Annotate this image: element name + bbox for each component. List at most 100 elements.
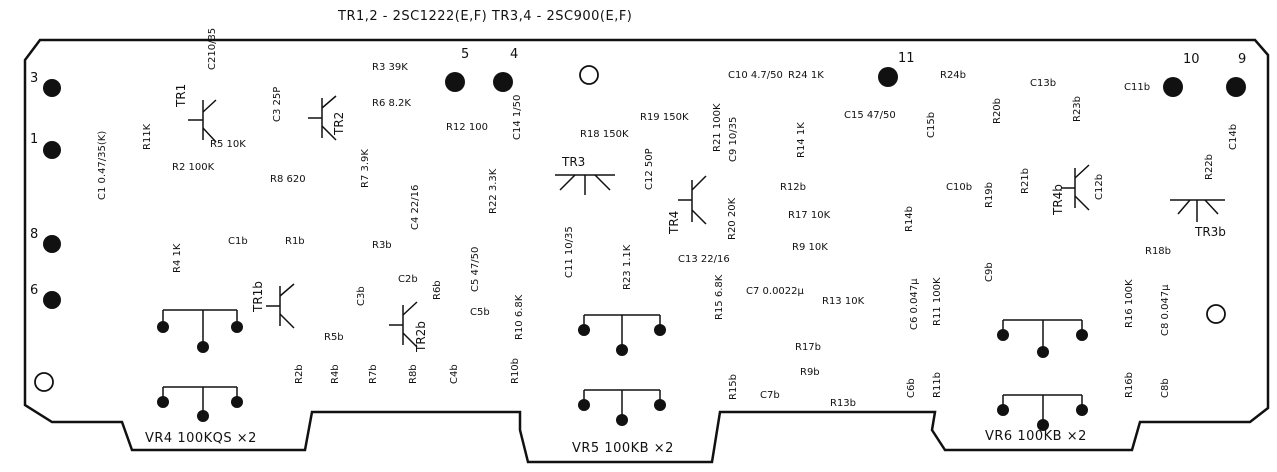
- component-label: R13 10K: [822, 296, 865, 307]
- component-label: C15 47/50: [844, 110, 896, 121]
- component-label: C15b: [926, 112, 937, 138]
- component-label: R7b: [368, 364, 379, 384]
- component-label: R4b: [330, 364, 341, 384]
- transistor-label: TR1: [174, 84, 188, 108]
- component-label: C6 0.047μ: [909, 278, 920, 330]
- svg-text:6: 6: [30, 283, 38, 298]
- component-label: C5 47/50: [470, 247, 481, 292]
- transistor-label: TR3: [561, 155, 585, 169]
- component-label: R12 100: [446, 122, 488, 133]
- component-label: C10 4.7/50: [728, 70, 783, 81]
- component-label: R5b: [324, 332, 344, 343]
- component-label: R1b: [285, 236, 305, 247]
- component-label: C5b: [470, 307, 490, 318]
- component-label: C8b: [1160, 378, 1171, 398]
- component-label: C3b: [356, 286, 367, 306]
- component-label: C14b: [1228, 124, 1239, 150]
- component-label: C4b: [449, 364, 460, 384]
- pot-footprint: [157, 309, 243, 422]
- component-label: R10 6.8K: [514, 294, 525, 340]
- component-label: C13b: [1030, 78, 1056, 89]
- component-label: C3 25P: [272, 87, 283, 122]
- transistor-label: TR4b: [1051, 184, 1065, 216]
- svg-text:4: 4: [510, 47, 518, 62]
- component-label: R2 100K: [172, 162, 215, 173]
- component-label: R10b: [510, 358, 521, 384]
- component-label: R4 1K: [172, 243, 183, 273]
- svg-text:5: 5: [461, 47, 469, 62]
- transistor-symbol: [188, 95, 1225, 348]
- pot-footprint: [997, 319, 1088, 431]
- svg-text:10: 10: [1183, 52, 1200, 67]
- component-label: R19b: [984, 182, 995, 208]
- component-label: R24 1K: [788, 70, 824, 81]
- component-label: R11K: [142, 123, 153, 150]
- component-label: R22b: [1204, 154, 1215, 180]
- component-label: R19 150K: [640, 112, 689, 123]
- mount-hole: [1206, 304, 1226, 324]
- mount-hole: [34, 372, 54, 392]
- header-label: TR1,2 - 2SC1222(E,F) TR3,4 - 2SC900(E,F): [337, 9, 632, 24]
- terminal-pad: 5 4 11 10 9: [445, 47, 1246, 97]
- component-label: R7 3.9K: [360, 149, 371, 188]
- component-label: C2b: [398, 274, 418, 285]
- transistor-label: TR2b: [414, 321, 428, 353]
- component-label: R5 10K: [210, 139, 246, 150]
- component-label: R23b: [1072, 96, 1083, 122]
- transistor-label: TR4: [667, 211, 681, 235]
- component-label: C210/35: [207, 28, 218, 70]
- component-label: C4 22/16: [410, 185, 421, 230]
- pot-footprint: [578, 314, 666, 426]
- component-label: R20 20K: [727, 197, 738, 240]
- pot-label: VR5 100KB ×2: [572, 441, 674, 456]
- component-label: R12b: [780, 182, 806, 193]
- component-label: C7 0.0022μ: [746, 286, 805, 297]
- component-label: C14 1/50: [512, 95, 523, 140]
- component-label: C12 50P: [644, 148, 655, 190]
- component-label: C6b: [906, 378, 917, 398]
- component-label: R23 1.1K: [622, 244, 633, 290]
- component-label: R16b: [1124, 372, 1135, 398]
- component-label: C7b: [760, 390, 780, 401]
- component-label: R8 620: [270, 174, 306, 185]
- component-label: R14 1K: [796, 122, 807, 158]
- component-labels: R11K C210/35 C3 25P R5 10K R2 100K C1 0.47/35…: [97, 28, 1239, 409]
- component-label: R21 100K: [712, 103, 723, 152]
- component-label: C10b: [946, 182, 972, 193]
- board-outline: [23, 38, 1270, 464]
- component-label: C1 0.47/35(K): [97, 131, 108, 200]
- svg-text:8: 8: [30, 227, 38, 242]
- component-label: R11b: [932, 372, 943, 398]
- component-label: C1b: [228, 236, 248, 247]
- component-label: R17b: [795, 342, 821, 353]
- component-label: R3 39K: [372, 62, 408, 73]
- component-label: R16 100K: [1124, 279, 1135, 328]
- component-label: R17 10K: [788, 210, 831, 221]
- component-label: C12b: [1094, 174, 1105, 200]
- pot-label: VR4 100KQS ×2: [145, 431, 257, 446]
- component-label: R24b: [940, 70, 966, 81]
- component-label: R8b: [408, 364, 419, 384]
- component-label: R14b: [904, 206, 915, 232]
- component-label: R3b: [372, 240, 392, 251]
- terminal-pad: 3 1 8 6: [30, 71, 61, 309]
- transistor-label: TR1b: [251, 281, 265, 313]
- component-label: R20b: [992, 98, 1003, 124]
- transistor-label: TR2: [332, 112, 346, 136]
- component-label: R15 6.8K: [714, 274, 725, 320]
- svg-text:9: 9: [1238, 52, 1246, 67]
- component-label: R2b: [294, 364, 305, 384]
- component-label: R18 150K: [580, 129, 629, 140]
- component-label: R22 3.3K: [488, 168, 499, 214]
- svg-text:11: 11: [898, 51, 915, 66]
- component-label: R13b: [830, 398, 856, 409]
- component-label: R9 10K: [792, 242, 828, 253]
- component-label: R21b: [1020, 168, 1031, 194]
- component-label: R6b: [432, 280, 443, 300]
- svg-text:1: 1: [30, 132, 38, 147]
- component-label: C9 10/35: [728, 117, 739, 162]
- component-label: C8 0.047μ: [1160, 284, 1171, 336]
- transistor-label: TR3b: [1194, 225, 1226, 239]
